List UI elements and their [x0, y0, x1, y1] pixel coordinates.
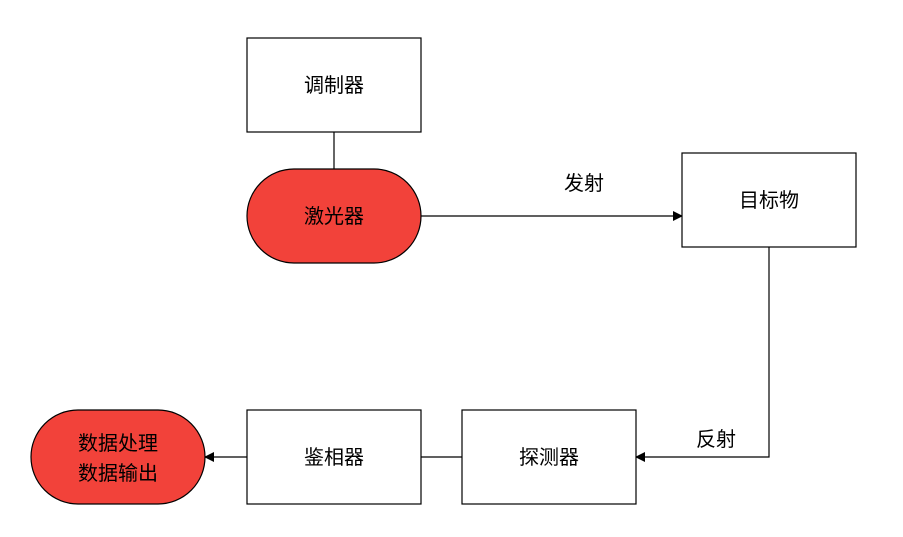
- target-label: 目标物: [739, 188, 799, 212]
- detector-label: 探测器: [519, 445, 579, 469]
- detector-node: 探测器: [461, 409, 637, 505]
- phase-detector-node: 鉴相器: [246, 409, 422, 505]
- data-processing-label: 数据处理: [78, 431, 158, 455]
- modulator-label: 调制器: [304, 73, 364, 97]
- laser-node: 激光器: [246, 168, 422, 264]
- data-output-label: 数据输出: [78, 461, 158, 485]
- modulator-node: 调制器: [246, 37, 422, 133]
- target-node: 目标物: [681, 152, 857, 248]
- emit-label: 发射: [564, 171, 604, 195]
- reflect-label: 反射: [696, 427, 736, 451]
- data-output-node: 数据处理 数据输出: [30, 409, 206, 505]
- laser-label: 激光器: [304, 204, 364, 228]
- reflect-arrow: [635, 247, 770, 462]
- phase-detector-label: 鉴相器: [304, 445, 364, 469]
